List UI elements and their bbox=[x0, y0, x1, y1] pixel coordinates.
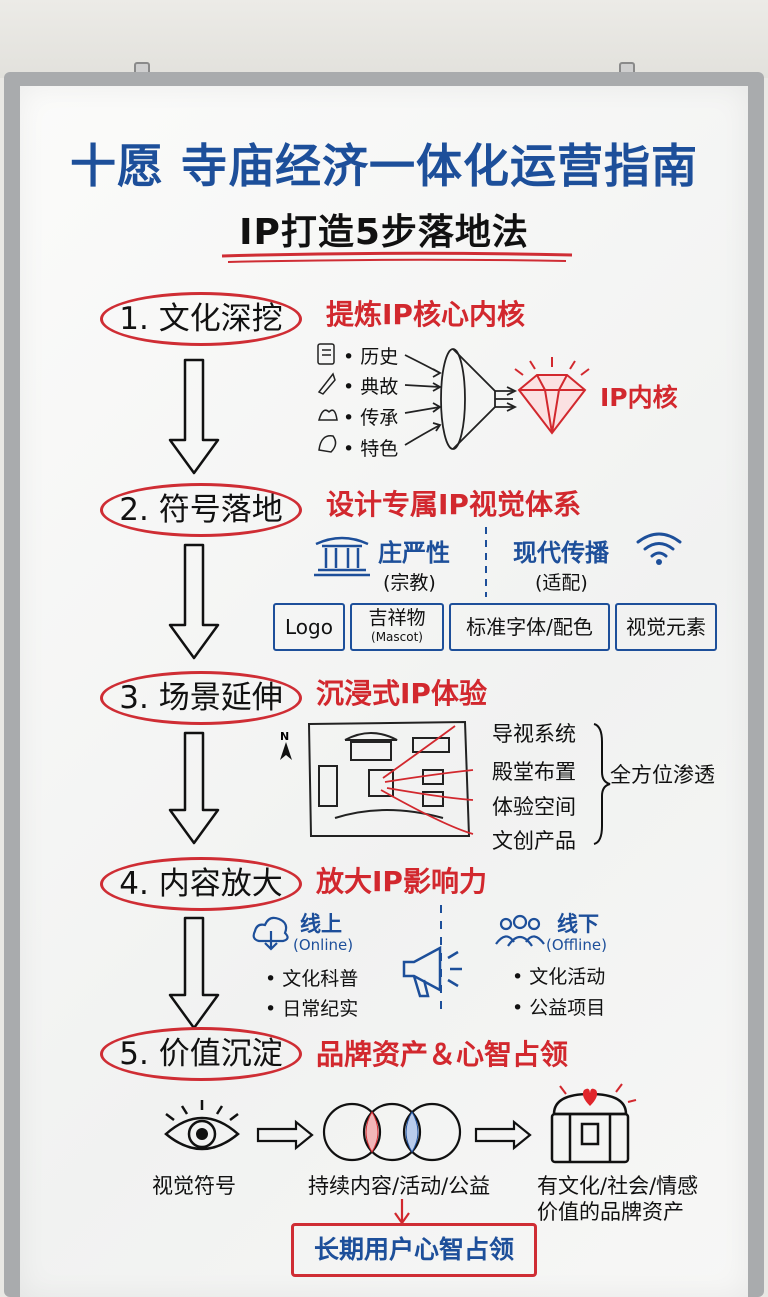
brace-icon bbox=[592, 722, 612, 846]
diamond-icon bbox=[515, 357, 589, 433]
offline-title: 线下 bbox=[557, 908, 599, 938]
offline-en: (Offline) bbox=[546, 936, 607, 954]
online-item: • 日常纪实 bbox=[265, 994, 358, 1021]
modern-spread-note: (适配) bbox=[535, 568, 588, 595]
full-penetration-label: 全方位渗透 bbox=[610, 759, 715, 789]
feather-icon bbox=[319, 374, 335, 394]
treasure-chest-icon bbox=[540, 1080, 650, 1170]
offline-item: • 文化活动 bbox=[512, 962, 605, 989]
step-1-item: • 历史 bbox=[343, 342, 398, 369]
step-1-label: 1. 文化深挖 bbox=[100, 292, 302, 346]
hands-icon bbox=[319, 410, 337, 420]
wifi-icon bbox=[634, 528, 684, 568]
shell-icon bbox=[319, 436, 336, 452]
final-outcome-box: 长期用户心智占领 bbox=[291, 1223, 537, 1277]
down-arrow-icon bbox=[170, 360, 218, 473]
solemnity-note: (宗教) bbox=[383, 568, 436, 595]
modern-spread-title: 现代传播 bbox=[513, 533, 609, 568]
mascot-label: 吉祥物 bbox=[352, 607, 442, 629]
right-arrow-icon bbox=[474, 1120, 534, 1150]
step-3-label: 3. 场景延伸 bbox=[100, 671, 302, 725]
down-arrow-icon bbox=[170, 918, 218, 1028]
step-4-label: 4. 内容放大 bbox=[100, 857, 302, 911]
down-arrow-icon bbox=[170, 733, 218, 843]
mascot-box: 吉祥物 (Mascot) bbox=[350, 603, 444, 651]
temple-icon bbox=[312, 530, 372, 580]
subtitle-underline bbox=[0, 248, 768, 268]
step-2-label: 2. 符号落地 bbox=[100, 483, 302, 537]
funnel-diagram bbox=[395, 335, 635, 465]
continuous-content-label: 持续内容/活动/公益 bbox=[308, 1170, 490, 1200]
megaphone-icon bbox=[400, 940, 470, 1000]
logo-box: Logo bbox=[273, 603, 345, 651]
online-item: • 文化科普 bbox=[265, 964, 358, 991]
visual-symbol-label: 视觉符号 bbox=[152, 1170, 236, 1200]
down-arrow-icon bbox=[170, 545, 218, 658]
divider bbox=[483, 527, 489, 597]
step-3-item: 文创产品 bbox=[492, 825, 576, 855]
mascot-en-label: (Mascot) bbox=[352, 629, 442, 645]
step-3-heading: 沉浸式IP体验 bbox=[316, 672, 487, 712]
step-1-icons bbox=[313, 340, 343, 460]
visual-elements-box: 视觉元素 bbox=[615, 603, 717, 651]
font-color-box: 标准字体/配色 bbox=[449, 603, 610, 651]
online-en: (Online) bbox=[293, 936, 353, 954]
page-title: 十愿 寺庙经济一体化运营指南 bbox=[0, 130, 768, 196]
offline-item: • 公益项目 bbox=[512, 993, 605, 1020]
scroll-icon bbox=[318, 344, 334, 364]
brand-asset-line-2: 价值的品牌资产 bbox=[537, 1196, 684, 1226]
people-icon bbox=[492, 914, 548, 954]
step-1-item: • 典故 bbox=[343, 372, 398, 399]
solemnity-title: 庄严性 bbox=[378, 533, 450, 568]
compass-icon bbox=[278, 742, 294, 762]
eye-icon bbox=[160, 1098, 270, 1168]
temple-map-icon bbox=[305, 718, 475, 840]
funnel-icon bbox=[441, 349, 465, 449]
right-arrow-icon bbox=[256, 1120, 316, 1150]
step-5-label: 5. 价值沉淀 bbox=[100, 1027, 302, 1081]
step-1-item: • 传承 bbox=[343, 403, 398, 430]
step-3-item: 体验空间 bbox=[492, 791, 576, 821]
online-title: 线上 bbox=[300, 908, 342, 938]
step-4-heading: 放大IP影响力 bbox=[316, 860, 487, 900]
step-2-heading: 设计专属IP视觉体系 bbox=[326, 483, 581, 523]
venn-icon bbox=[322, 1098, 472, 1168]
wall bbox=[0, 0, 768, 78]
cloud-icon bbox=[251, 913, 291, 953]
step-5-heading: 品牌资产＆心智占领 bbox=[316, 1033, 568, 1073]
step-3-item: 导视系统 bbox=[492, 718, 576, 748]
ip-core-label: IP内核 bbox=[600, 378, 678, 414]
step-1-item: • 特色 bbox=[343, 434, 398, 461]
step-1-heading: 提炼IP核心内核 bbox=[326, 293, 525, 333]
step-3-item: 殿堂布置 bbox=[492, 756, 576, 786]
